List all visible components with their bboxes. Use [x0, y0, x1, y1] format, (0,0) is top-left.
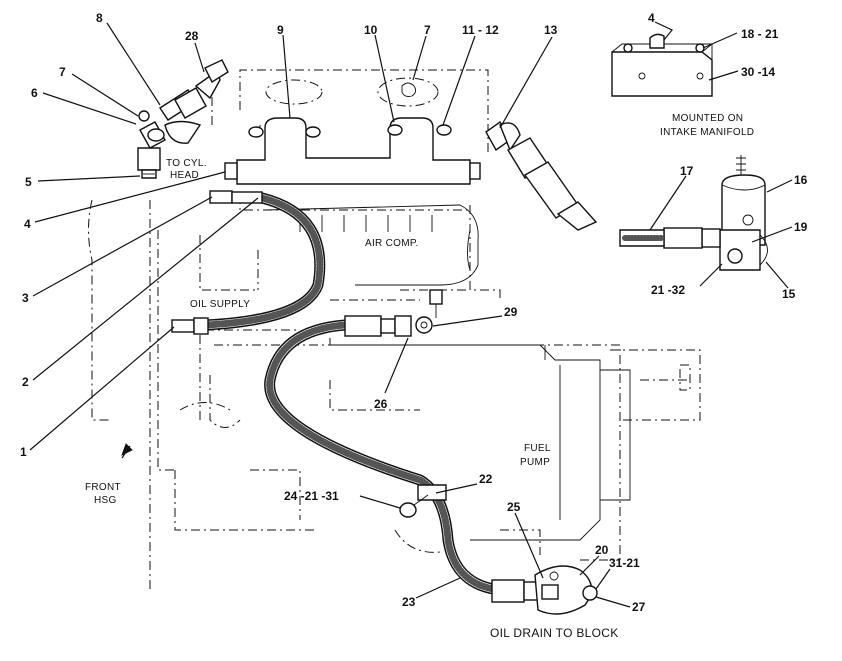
callout-17: 17: [680, 164, 694, 178]
callout-16: 16: [794, 173, 808, 187]
callout-3: 3: [22, 291, 29, 305]
inset-valve-block: [611, 33, 713, 97]
caption-oil-drain: OIL DRAIN TO BLOCK: [490, 626, 619, 640]
callout-15: 15: [782, 287, 796, 301]
caption-fuel-pump-1: FUEL: [524, 443, 551, 454]
leader-lines: [29, 21, 793, 608]
caption-air-comp: AIR COMP.: [365, 238, 419, 249]
callout-26: 26: [374, 397, 388, 411]
callout-29: 29: [504, 305, 518, 319]
callout-28: 28: [185, 29, 199, 43]
callout-21-32: 21 -32: [651, 283, 685, 297]
captions: TO CYL. HEAD MOUNTED ON INTAKE MANIFOLD …: [85, 113, 754, 640]
caption-to-cyl-head-1: TO CYL.: [166, 158, 207, 169]
hose-13: [485, 120, 598, 231]
callout-30-14: 30 -14: [741, 65, 775, 79]
callout-7-top: 7: [424, 23, 431, 37]
caption-fuel-pump-2: PUMP: [520, 457, 550, 468]
caption-oil-supply: OIL SUPPLY: [190, 299, 250, 310]
callout-20: 20: [595, 543, 609, 557]
callout-11-12: 11 - 12: [462, 23, 499, 37]
air-compressor: [264, 204, 479, 286]
callout-5: 5: [25, 175, 32, 189]
fuel-pump: [330, 344, 631, 541]
callout-4-left: 4: [24, 217, 31, 231]
callout-19: 19: [794, 220, 808, 234]
callout-1: 1: [20, 445, 27, 459]
manifold-assembly: [224, 117, 481, 185]
callout-25: 25: [507, 500, 521, 514]
caption-front-hsg-2: HSG: [94, 495, 117, 506]
callout-7-left: 7: [59, 65, 66, 79]
oil-supply-hose: [171, 190, 326, 335]
callout-8: 8: [96, 11, 103, 25]
callout-6: 6: [31, 86, 38, 100]
callout-2: 2: [22, 375, 29, 389]
caption-front-hsg-1: FRONT: [85, 482, 121, 493]
callout-18-21: 18 - 21: [741, 27, 779, 41]
callout-labels: 8 28 9 10 7 11 - 12 13 4 18 - 21 30 -14 …: [20, 11, 808, 614]
callout-31-21: 31-21: [609, 556, 640, 570]
callout-22: 22: [479, 472, 493, 486]
callout-27: 27: [632, 600, 646, 614]
callout-24-21-31: 24 -21 -31: [284, 489, 339, 503]
caption-to-cyl-head-2: HEAD: [170, 170, 199, 181]
callout-4-inset: 4: [648, 11, 655, 25]
callout-10: 10: [364, 23, 378, 37]
caption-mounted-on-2: INTAKE MANIFOLD: [660, 127, 754, 138]
inset-fitting-assembly: [619, 155, 768, 271]
cylinder-head-fittings: [137, 59, 229, 179]
callout-9: 9: [277, 23, 284, 37]
callout-13: 13: [544, 23, 558, 37]
oil-drain-hose: [264, 289, 598, 615]
caption-mounted-on-1: MOUNTED ON: [672, 113, 743, 124]
callout-23: 23: [402, 595, 416, 609]
